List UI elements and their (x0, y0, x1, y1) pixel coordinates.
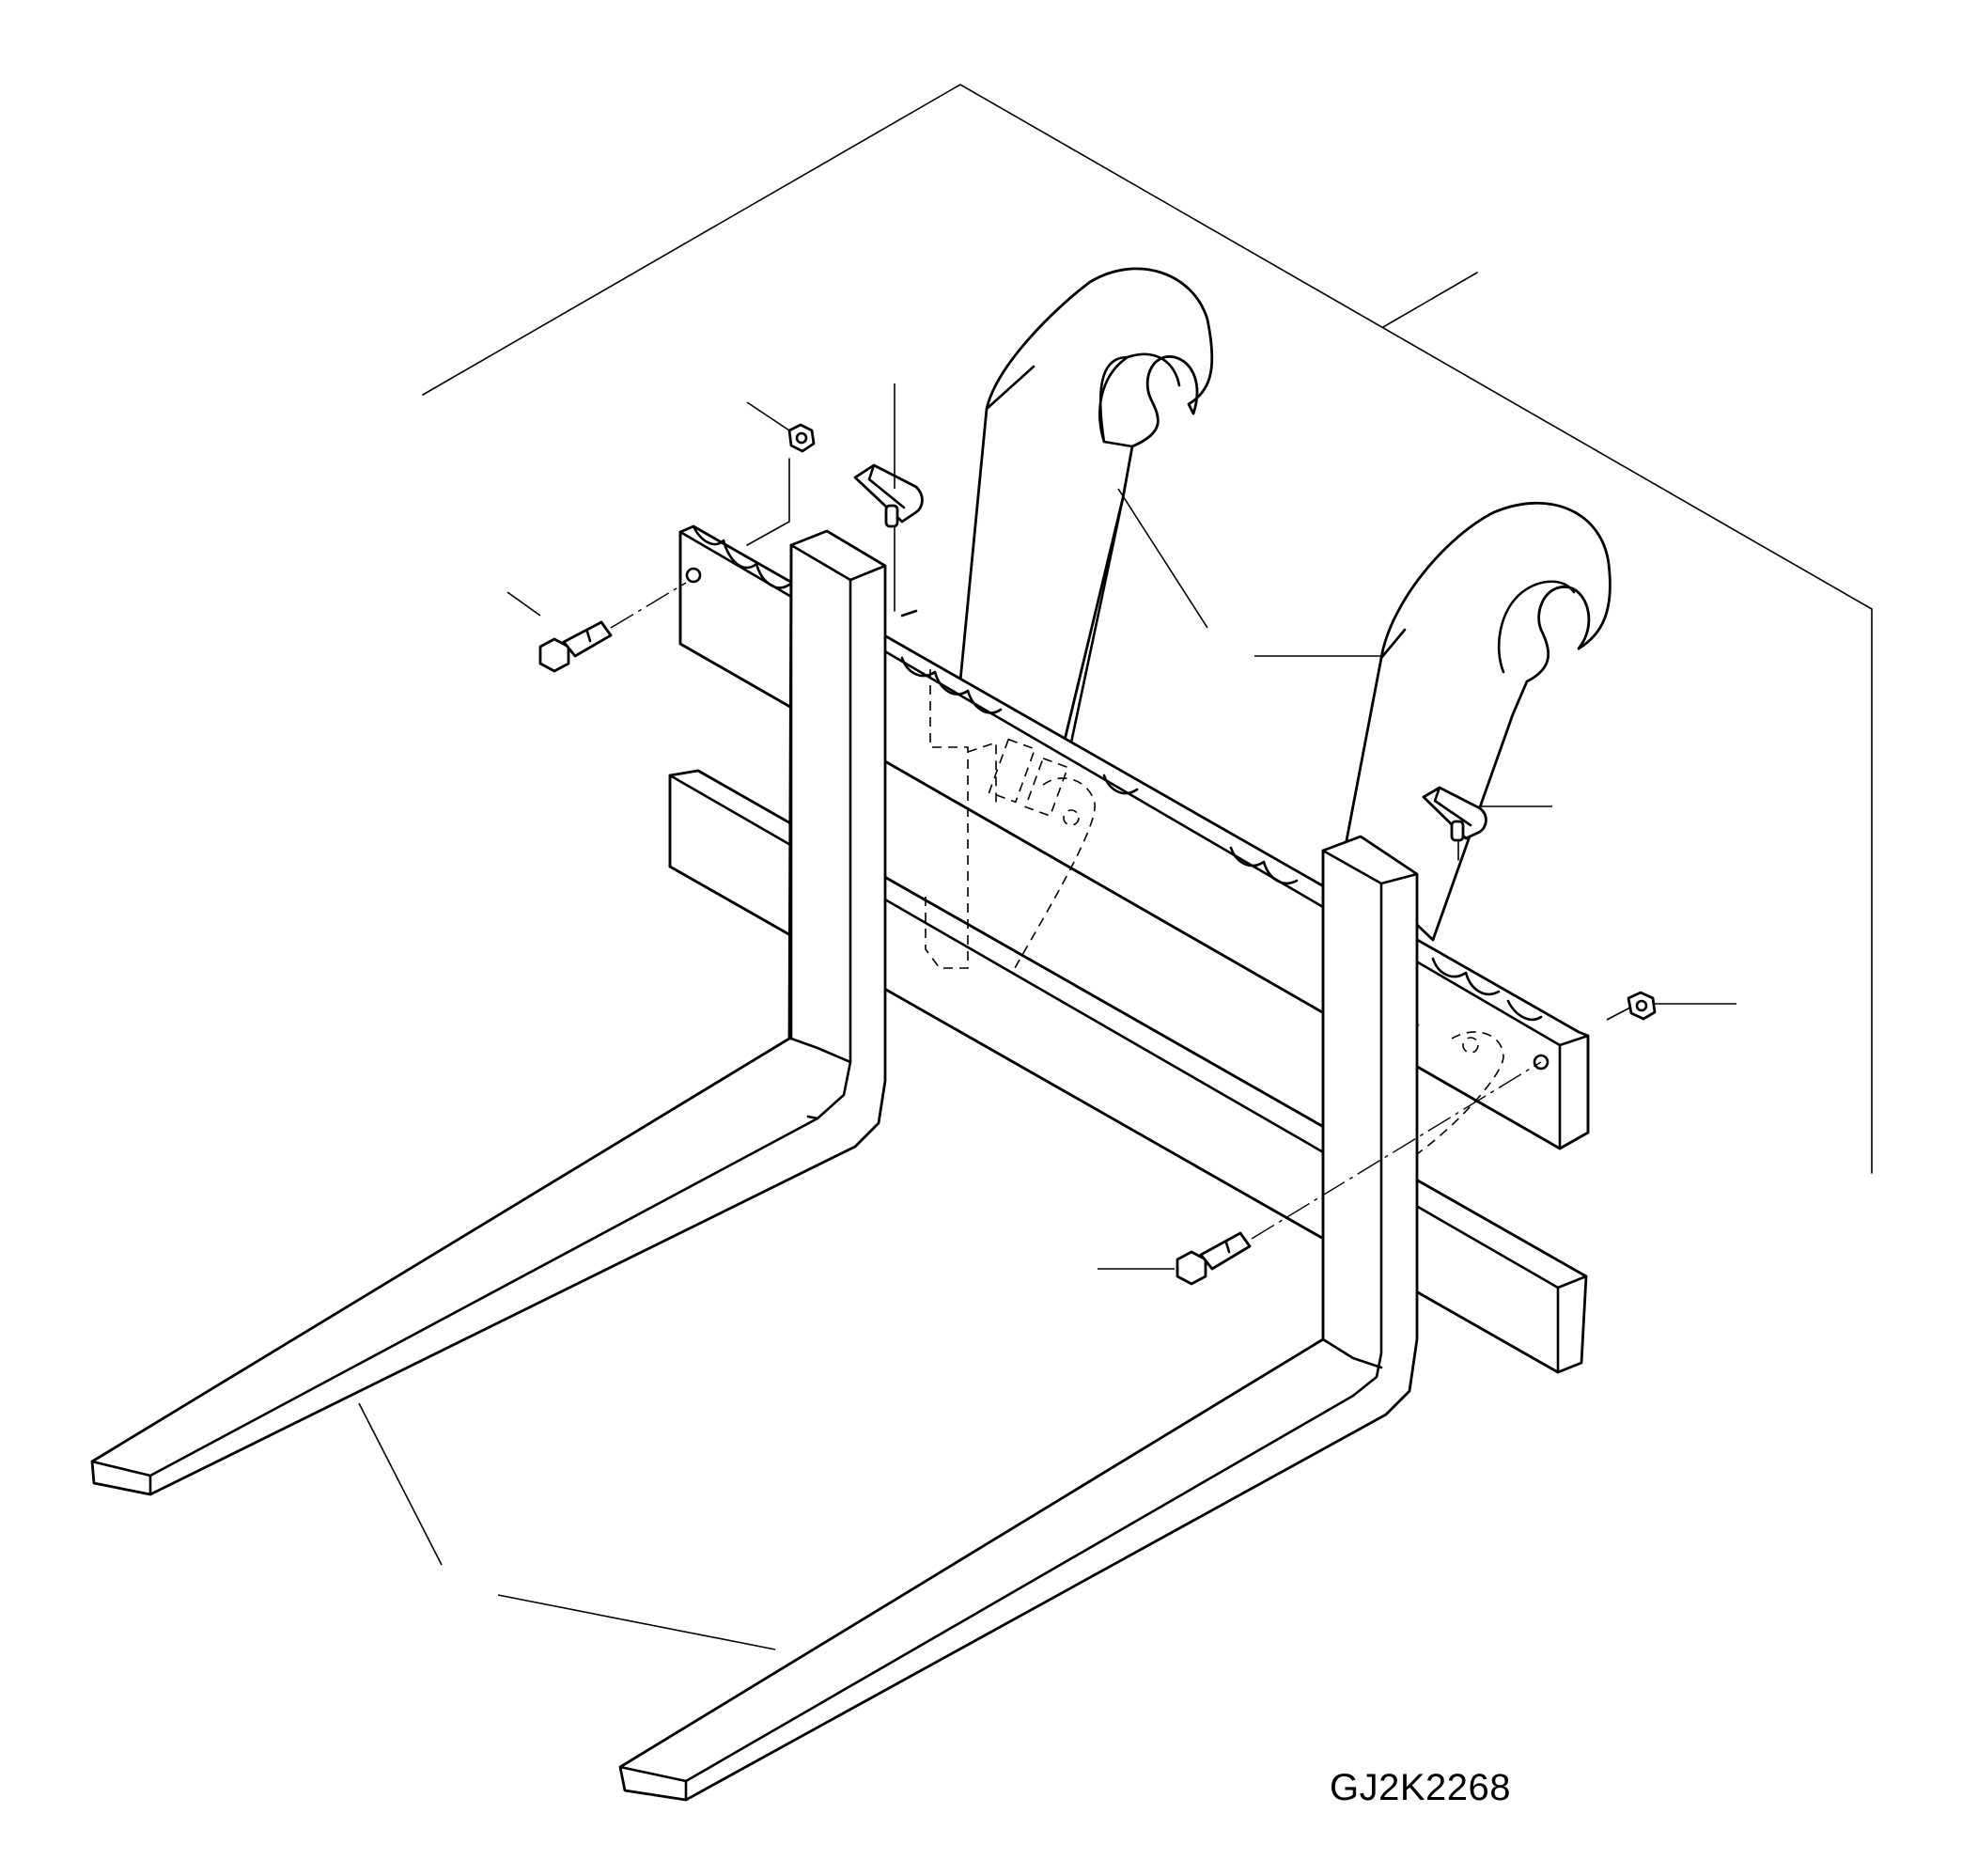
left-hook-arm (957, 267, 1214, 754)
view-boundary-lines (422, 84, 1873, 1174)
left-fork (90, 529, 887, 1496)
lower-bolt (1098, 1061, 1542, 1286)
left-bolt (506, 582, 687, 673)
figure-code: GJ2K2268 (1330, 1767, 1512, 1808)
leader-lines (358, 488, 1383, 1650)
left-lock-pin (853, 383, 924, 612)
right-lock-pin (1422, 786, 1552, 861)
right-hook-arm (1342, 501, 1612, 942)
right-fork (618, 835, 1419, 1802)
right-nut (1606, 991, 1736, 1021)
left-nut (746, 401, 816, 546)
